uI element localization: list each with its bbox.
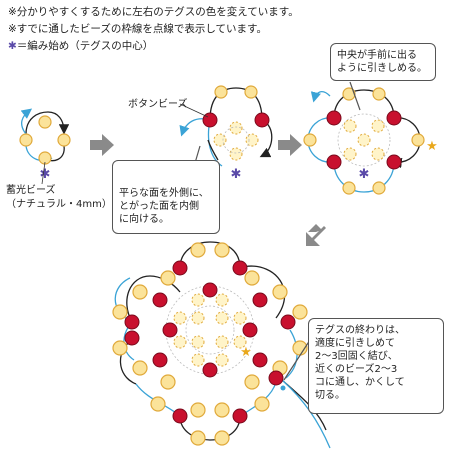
start-marker-icon: ✱ [359, 167, 370, 182]
callout-line: 中央が手前に出る [337, 50, 417, 61]
callout-line: 平らな面を外側に、 [119, 188, 209, 199]
yellow-bead [57, 133, 71, 147]
phosphor-beads-label: 蓄光ビーズ [6, 185, 56, 196]
final-diagram: ★ [112, 241, 331, 449]
start-marker-icon: ✱ [8, 40, 17, 52]
callout-flat-side: 平らな面を外側に、 とがった面を内側 に向ける。 [112, 160, 220, 234]
callout-line: 適度に引きしめて [315, 338, 395, 349]
gray-diagonal-arrow-icon [306, 226, 326, 246]
start-marker-icon: ✱ [40, 167, 51, 182]
callout-line: テグスの終わりは、 [315, 325, 405, 336]
step1-diagram: ✱ [19, 108, 71, 185]
step2-diagram: ✱ [179, 85, 273, 182]
yellow-bead [38, 115, 52, 129]
star-icon: ★ [426, 139, 438, 154]
callout-line: コに通し、かくして [315, 377, 405, 388]
start-marker-icon: ✱ [231, 167, 242, 182]
button-beads-label: ボタンビーズ [128, 99, 188, 110]
gray-right-arrow-icon [278, 134, 302, 156]
callout-line: に向ける。 [119, 214, 169, 225]
callout-line: 切る。 [315, 390, 345, 401]
callout-finish: テグスの終わりは、 適度に引きしめて 2～3回固く結び、 近くのビーズ2～3 コ… [308, 318, 444, 414]
note-line-2: ※すでに通したビーズの枠線を点線で表示しています。 [8, 23, 268, 35]
phosphor-beads-size-label: （ナチュラル・4mm） [6, 199, 112, 210]
callout-center-front: 中央が手前に出る ように引きしめる。 [330, 43, 436, 81]
callout-line: 近くのビーズ2～3 [315, 364, 398, 375]
callout-line: ように引きしめる。 [337, 63, 427, 74]
callout-line: とがった面を内側 [119, 201, 199, 212]
callout-line: 2～3回固く結び、 [315, 351, 398, 362]
yellow-bead [19, 133, 33, 147]
note-line-3-text: ＝編み始め（テグスの中心） [16, 40, 154, 52]
note-line-3: ✱＝編み始め（テグスの中心） [8, 39, 153, 53]
note-line-1: ※分かりやすくするために左右のテグスの色を変えています。 [8, 6, 299, 18]
step3-diagram: ✱ ★ [303, 87, 438, 195]
gray-right-arrow-icon [90, 134, 114, 156]
star-icon: ★ [240, 345, 252, 360]
